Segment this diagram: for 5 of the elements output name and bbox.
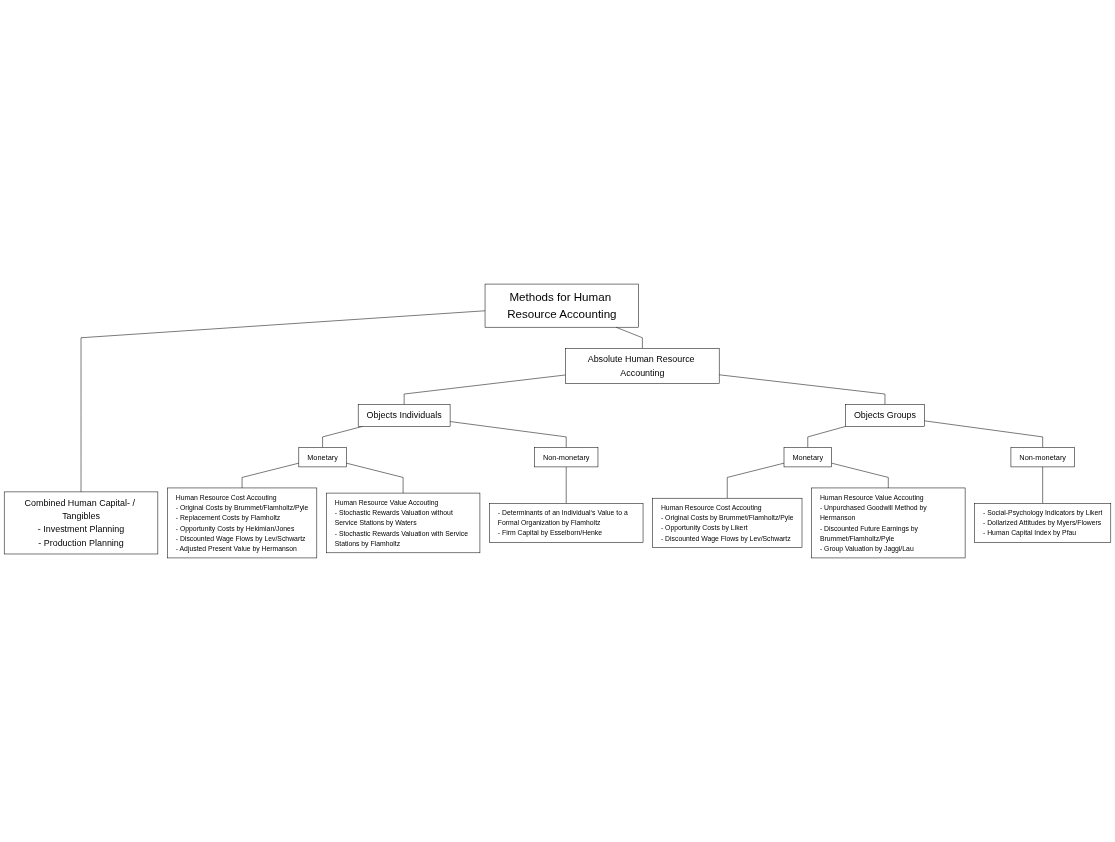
- node-box: Combined Human Capital- / Tangibles - Investment Planning - Production Planning: [3, 491, 159, 555]
- node-box: Absolute Human Resource Accounting: [565, 348, 720, 384]
- node-box: Objects Groups: [845, 404, 925, 427]
- node-box: Objects Individuals: [357, 404, 451, 427]
- node-box: Methods for Human Resource Accounting: [484, 283, 639, 328]
